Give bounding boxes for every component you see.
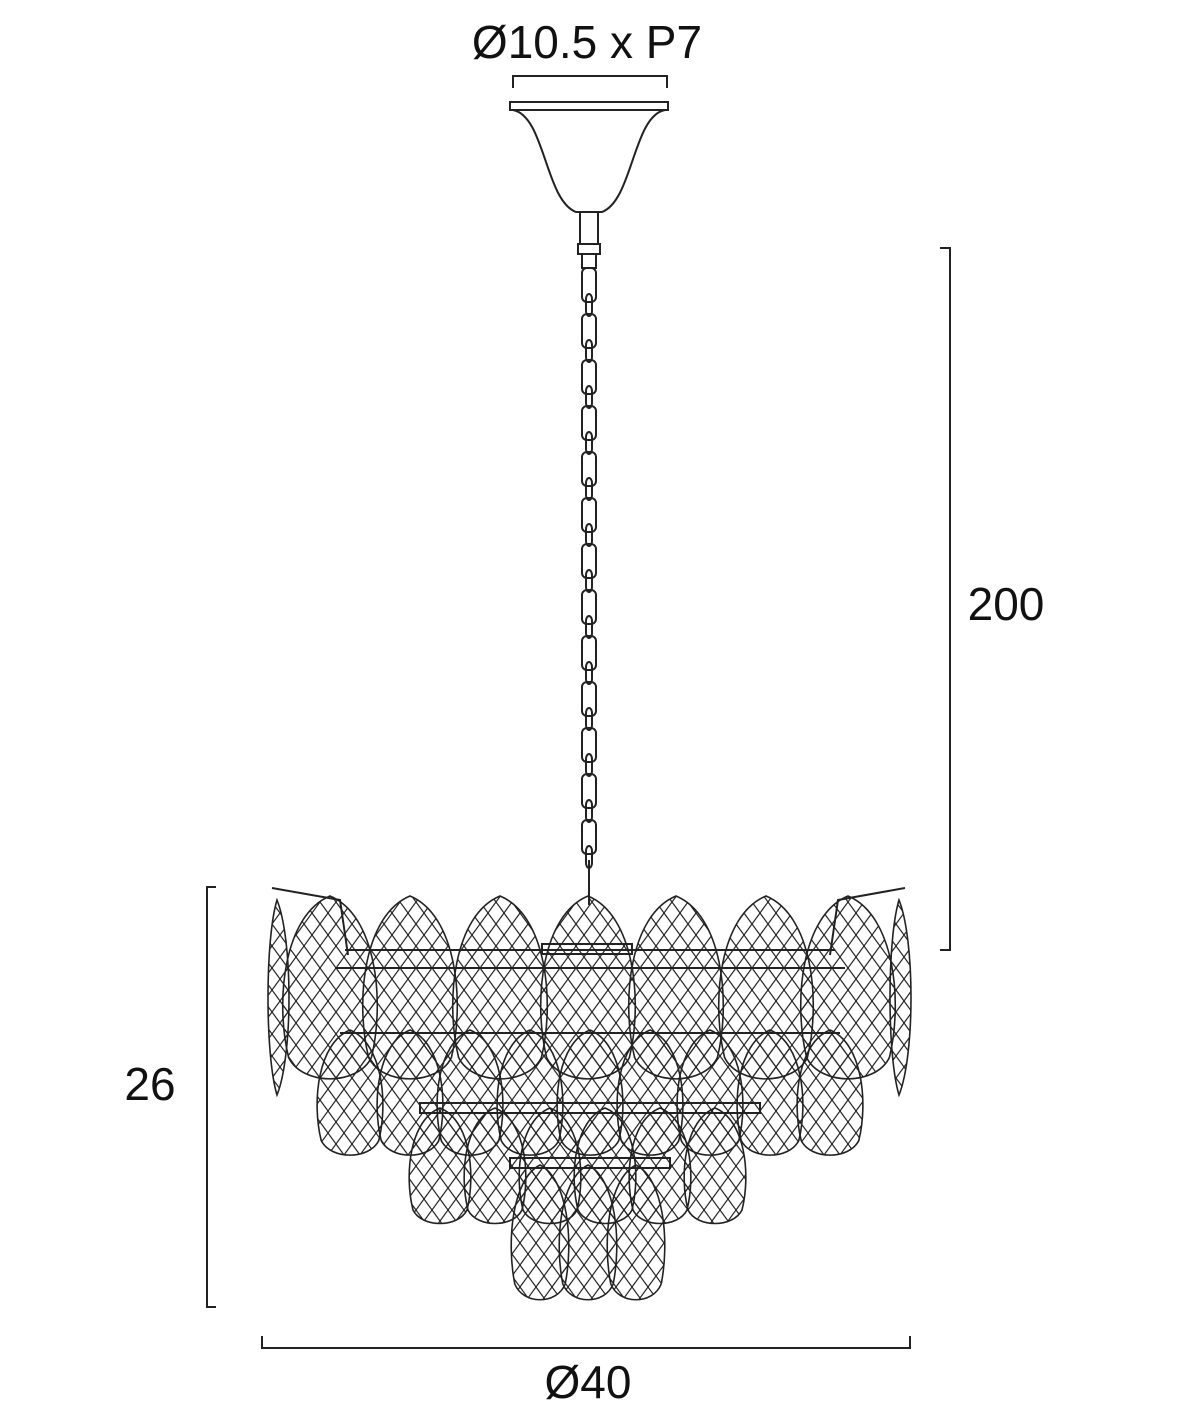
body-diameter-dimension: Ø40: [261, 1336, 911, 1408]
canopy-plate: [509, 101, 669, 111]
crystal-leaf: [539, 895, 637, 1080]
drop-dimension-label: 200: [968, 578, 1045, 630]
crystal-leaf-side: [267, 897, 290, 1098]
chain-link: [581, 359, 597, 395]
chain-link: [585, 569, 593, 593]
crystal-leaf: [799, 895, 897, 1080]
crystal-leaf: [627, 895, 725, 1080]
chain-link: [581, 405, 597, 441]
body-height-dimension-bracket: [206, 886, 216, 1308]
chain-link: [585, 753, 593, 777]
crystal-leaf-side: [889, 897, 912, 1098]
drop-dimension: 200: [940, 247, 1045, 951]
suspension-chain: [581, 267, 597, 869]
chain-link: [581, 543, 597, 579]
chain-link: [585, 707, 593, 731]
chain-link: [581, 773, 597, 809]
canopy-dimension-bracket: [512, 75, 668, 88]
body-height-dimension-label: 26: [124, 1058, 175, 1110]
chain-link: [585, 293, 593, 317]
body-height-dimension: 26: [124, 886, 216, 1308]
chain-link: [581, 727, 597, 763]
crystal-leaves: [267, 895, 912, 1301]
chain-link: [581, 635, 597, 671]
chain-link: [585, 385, 593, 409]
chain-link: [581, 313, 597, 349]
ceiling-canopy: [509, 101, 669, 269]
chain-link: [581, 681, 597, 717]
chain-link: [585, 339, 593, 363]
body-diameter-dimension-bracket: [261, 1336, 911, 1349]
chain-link: [585, 477, 593, 501]
chain-link: [585, 615, 593, 639]
chain-link: [585, 799, 593, 823]
chain-link: [581, 497, 597, 533]
chain-link: [581, 589, 597, 625]
drop-dimension-bracket: [940, 247, 951, 951]
chain-link: [585, 431, 593, 455]
chain-link: [585, 661, 593, 685]
chain-link: [585, 523, 593, 547]
chain-link: [581, 451, 597, 487]
crystal-leaf: [717, 895, 815, 1080]
canopy-cup: [512, 109, 666, 213]
crystal-leaf: [451, 895, 549, 1080]
canopy-dimension-label: Ø10.5 x P7: [472, 16, 702, 68]
canopy-dimension: Ø10.5 x P7: [472, 16, 702, 88]
chain-link: [581, 819, 597, 855]
crystal-leaf: [361, 895, 459, 1080]
body-diameter-dimension-label: Ø40: [545, 1356, 632, 1408]
canopy-stem: [579, 211, 599, 245]
chain-link: [581, 267, 597, 303]
